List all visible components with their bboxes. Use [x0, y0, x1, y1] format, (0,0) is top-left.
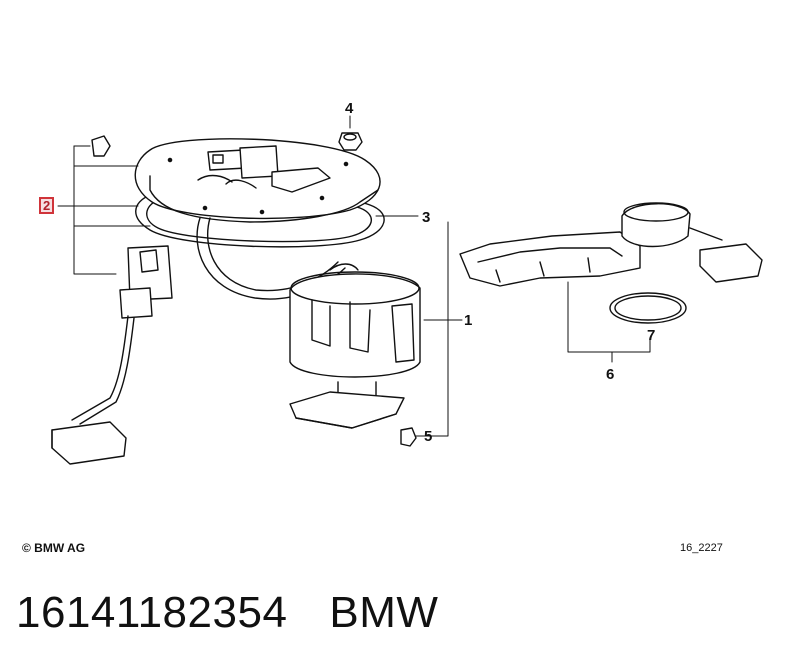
part-caption: 16141182354 BMW	[16, 588, 438, 638]
level-sender	[51, 245, 173, 465]
clip-part-bottom	[400, 427, 417, 447]
callout-5: 5	[424, 428, 433, 445]
figure-number: 16_2227	[680, 542, 723, 554]
callout-4: 4	[345, 100, 354, 117]
copyright-notice: © BMW AG	[22, 541, 86, 555]
callout-1: 1	[464, 312, 473, 329]
clip-part-top	[91, 135, 111, 157]
nut-part	[338, 132, 363, 151]
callout-6: 6	[606, 366, 615, 383]
parts-diagram	[51, 115, 763, 465]
brand-name: BMW	[329, 588, 439, 637]
callout-3: 3	[422, 209, 431, 226]
leader-lines	[57, 115, 651, 437]
pump-bracket-assembly	[459, 202, 763, 287]
fuel-pump	[289, 263, 421, 429]
o-ring	[609, 292, 687, 324]
callout-2[interactable]: 2	[39, 197, 55, 214]
part-number: 16141182354	[16, 588, 288, 637]
callout-7: 7	[647, 327, 656, 344]
cover-plate	[134, 138, 381, 223]
